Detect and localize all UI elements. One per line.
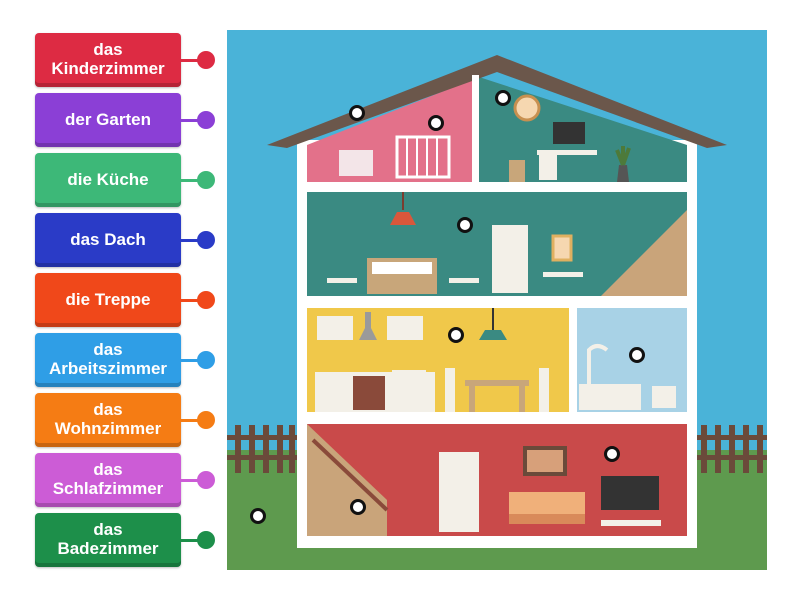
connector-dot[interactable] <box>197 51 215 69</box>
label-line1: das <box>93 40 123 59</box>
hotspot-treppe[interactable] <box>350 499 366 515</box>
label-der-garten[interactable]: der Garten <box>35 93 181 147</box>
nightstand <box>327 278 357 283</box>
connector-line <box>181 299 203 302</box>
connector-line <box>181 59 203 62</box>
house-illustration <box>227 30 767 570</box>
connector-line <box>181 239 203 242</box>
label-line1: das <box>93 340 123 359</box>
label-text: der Garten <box>65 109 151 129</box>
hotspot-arbeitszimmer[interactable] <box>495 90 511 106</box>
label-line2: Kinderzimmer <box>51 59 165 78</box>
kitchen-cabinet <box>317 316 353 340</box>
label-line2: Arbeitszimmer <box>48 359 168 378</box>
hotspot-wohnzimmer[interactable] <box>604 446 620 462</box>
crib <box>395 135 451 179</box>
fence-left <box>227 425 297 473</box>
stair-rail <box>311 438 389 512</box>
label-die-treppe[interactable]: die Treppe <box>35 273 181 327</box>
connector-dot[interactable] <box>197 531 215 549</box>
connector-line <box>181 479 203 482</box>
tv-stand <box>601 520 661 526</box>
mirror <box>551 234 573 262</box>
monitor <box>553 122 585 144</box>
hood <box>359 312 377 340</box>
staircase-upper <box>601 210 687 296</box>
hotspot-dach[interactable] <box>349 105 365 121</box>
bathtub <box>579 384 641 410</box>
fridge <box>392 370 426 412</box>
toilet <box>652 386 676 408</box>
shower <box>587 344 609 384</box>
connector-dot[interactable] <box>197 291 215 309</box>
connector-line <box>181 179 203 182</box>
kitchen-lamp <box>479 330 507 340</box>
dresser <box>339 150 373 176</box>
connector-dot[interactable] <box>197 471 215 489</box>
connector-dot[interactable] <box>197 231 215 249</box>
connector-dot[interactable] <box>197 111 215 129</box>
label-line2: Badezimmer <box>57 539 159 558</box>
desk <box>537 150 597 155</box>
ceiling-lamp <box>390 212 416 225</box>
label-line1: das <box>93 520 123 539</box>
dining-chair <box>445 368 455 412</box>
label-text: das Dach <box>70 229 146 249</box>
wardrobe <box>492 225 528 293</box>
hotspot-schlafzimmer[interactable] <box>457 217 473 233</box>
oven <box>353 376 385 410</box>
label-line1: das <box>93 400 123 419</box>
connector-dot[interactable] <box>197 171 215 189</box>
connector-line <box>181 419 203 422</box>
chair <box>509 160 525 182</box>
connector-line <box>181 119 203 122</box>
clock <box>513 94 541 122</box>
tv <box>601 476 659 510</box>
label-text: die Treppe <box>65 289 151 309</box>
label-line1: das <box>93 460 123 479</box>
fence-right <box>697 425 767 473</box>
connector-dot[interactable] <box>197 411 215 429</box>
hotspot-badezimmer[interactable] <box>629 347 645 363</box>
plant-pot <box>617 165 629 182</box>
bookshelf <box>439 452 479 532</box>
label-line2: Wohnzimmer <box>54 419 162 438</box>
label-line2: Schlafzimmer <box>52 479 164 498</box>
connector-line <box>181 359 203 362</box>
house-image <box>227 30 767 570</box>
hotspot-kueche[interactable] <box>448 327 464 343</box>
label-text: die Küche <box>67 169 149 189</box>
hotspot-kinderzimmer[interactable] <box>428 115 444 131</box>
connector-dot[interactable] <box>197 351 215 369</box>
label-die-kueche[interactable]: die Küche <box>35 153 181 207</box>
connector-line <box>181 539 203 542</box>
hotspot-garten[interactable] <box>250 508 266 524</box>
sofa <box>509 492 585 514</box>
dining-table <box>465 380 529 386</box>
label-das-dach[interactable]: das Dach <box>35 213 181 267</box>
